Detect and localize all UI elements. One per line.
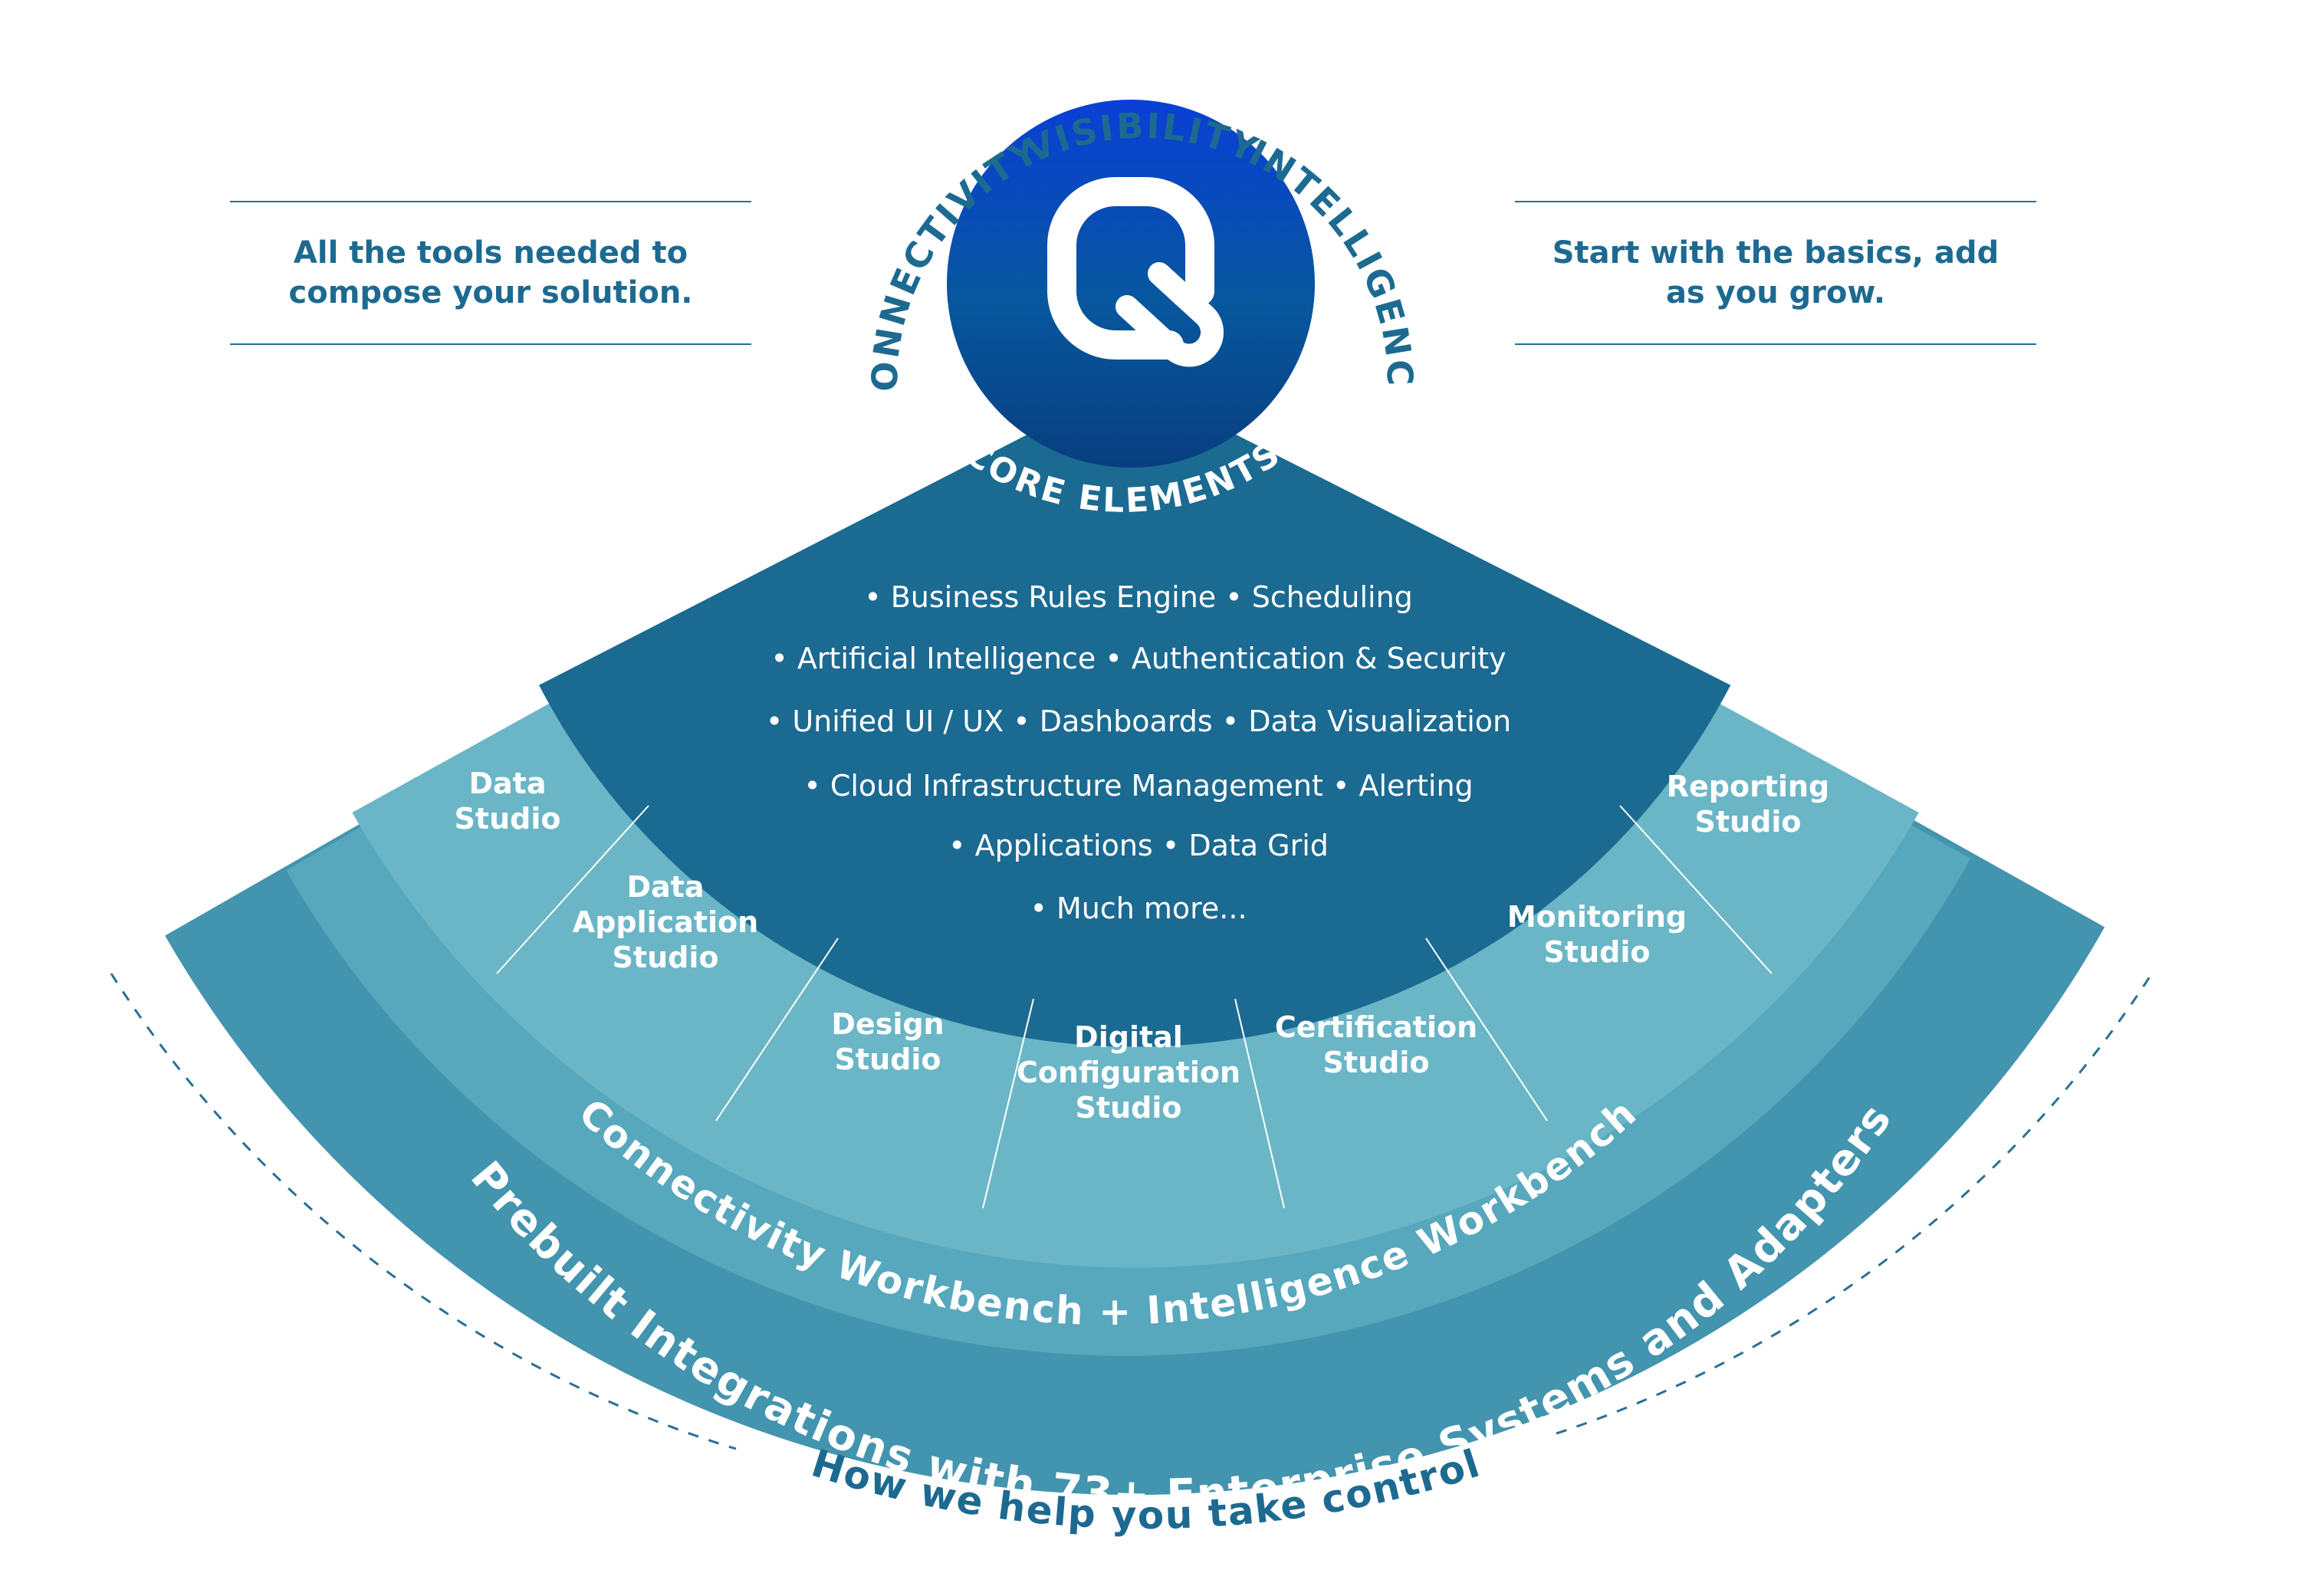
core-item: Cloud Infrastructure Management <box>830 769 1323 803</box>
left-note-box: All the tools needed to compose your sol… <box>230 201 751 345</box>
dashed-outline <box>110 969 2156 1450</box>
q-logo-icon <box>1047 177 1224 367</box>
core-item: Alerting <box>1359 769 1473 803</box>
core-item: Much more... <box>1056 892 1247 925</box>
bullet-icon: • <box>864 580 891 614</box>
core-item-row: • Artificial Intelligence • Authenticati… <box>770 642 1506 675</box>
core-item: Scheduling <box>1252 580 1413 614</box>
core-item: Dashboards <box>1040 704 1213 738</box>
bullet-icon: • <box>803 769 830 803</box>
bullet-icon: • <box>766 704 793 738</box>
bullet-icon: • <box>1323 769 1359 803</box>
bullet-icon: • <box>1096 642 1132 675</box>
bullet-icon: • <box>1213 704 1249 738</box>
left-note: All the tools needed to compose your sol… <box>288 235 693 310</box>
core-item-row: • Business Rules Engine • Scheduling <box>864 580 1413 614</box>
connectivity-label: CONNECTIVITY <box>0 0 1046 392</box>
bullet-icon: • <box>770 642 797 675</box>
bullet-icon: • <box>948 829 975 862</box>
core-item: Authentication & Security <box>1132 642 1506 675</box>
core-item: Artificial Intelligence <box>797 642 1096 675</box>
core-item: Unified UI / UX <box>792 704 1004 738</box>
core-item-row: • Cloud Infrastructure Management • Aler… <box>803 769 1473 803</box>
core-item: Business Rules Engine <box>891 580 1216 614</box>
bullet-icon: • <box>1153 829 1189 862</box>
right-note: Start with the basics, add as you grow. <box>1552 235 1999 310</box>
core-item: Data Visualization <box>1248 704 1511 738</box>
core-item: Applications <box>975 829 1153 862</box>
bullet-icon: • <box>1004 704 1040 738</box>
core-elements-area <box>539 381 1731 1047</box>
studio-dividers <box>496 805 1773 1209</box>
bullet-icon: • <box>1030 892 1056 925</box>
right-note-box: Start with the basics, add as you grow. <box>1515 201 2036 345</box>
logo-circle <box>947 100 1315 468</box>
core-item-row: • Unified UI / UX • Dashboards • Data Vi… <box>766 704 1511 738</box>
core-item: Data Grid <box>1188 829 1329 862</box>
core-item-row: • Much more... <box>1030 892 1247 925</box>
bullet-icon: • <box>1216 580 1252 614</box>
core-item-row: • Applications • Data Grid <box>948 829 1329 862</box>
